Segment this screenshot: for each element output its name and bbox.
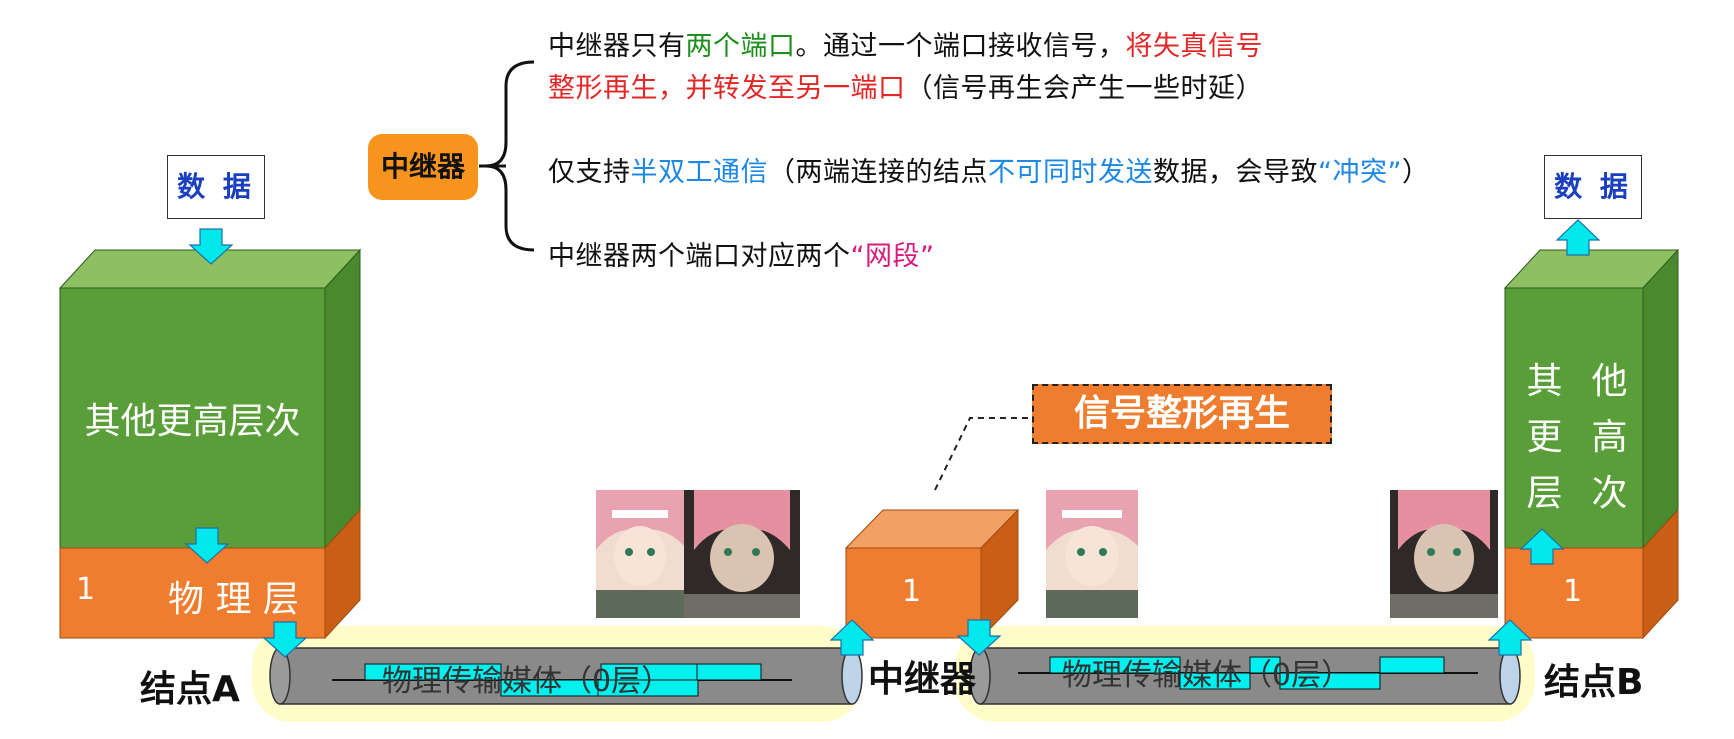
data-box-b: 数 据 — [1544, 155, 1642, 219]
text-seg: （两端连接的结点 — [768, 157, 988, 188]
phys-num-a: 1 — [76, 572, 96, 607]
text-seg: “冲突” — [1318, 157, 1402, 188]
upper-layer-char: 次 — [1591, 473, 1628, 514]
text-seg: ） — [1401, 157, 1430, 188]
text-line-1: 中继器只有两个端口。通过一个端口接收信号，将失真信号 — [548, 24, 1263, 63]
node-b-caption: 结点B — [1544, 662, 1644, 703]
phys-num-b: 1 — [1563, 574, 1583, 609]
upper-layer-char: 其 — [1526, 361, 1563, 402]
text-seg: 仅支持 — [548, 157, 631, 188]
repeater-caption: 中继器 — [868, 659, 977, 700]
text-seg: 中继器只有 — [548, 31, 686, 62]
character-photo — [1046, 490, 1138, 618]
signal-regeneration-label: 信号整形再生 — [1032, 384, 1332, 444]
text-seg: 整形再生，并转发至另一端口 — [548, 73, 906, 104]
character-photo — [1390, 490, 1498, 618]
text-seg: 。通过一个端口接收信号， — [795, 31, 1126, 62]
medium-label-right: 物理传输媒体（0层） — [1062, 658, 1352, 693]
text-seg: 半双工通信 — [630, 157, 768, 188]
upper-layer-char: 层 — [1526, 473, 1563, 514]
text-line-4: 中继器两个端口对应两个“网段” — [548, 234, 934, 273]
text-line-2: 整形再生，并转发至另一端口（信号再生会产生一些时延） — [548, 66, 1263, 105]
text-seg: 不可同时发送 — [988, 157, 1153, 188]
repeater-pill: 中继器 — [368, 134, 478, 200]
repeater-num: 1 — [902, 574, 922, 609]
upper-layer-char: 高 — [1591, 417, 1628, 458]
character-photo — [596, 490, 684, 618]
medium-label-left: 物理传输媒体（0层） — [382, 664, 672, 699]
node-a-caption: 结点A — [140, 669, 240, 710]
text-seg: 将失真信号 — [1125, 31, 1263, 62]
text-seg: （信号再生会产生一些时延） — [905, 73, 1263, 104]
data-box-a: 数 据 — [167, 155, 265, 219]
text-line-3: 仅支持半双工通信（两端连接的结点不可同时发送数据，会导致“冲突”） — [548, 150, 1429, 189]
phys-label-a: 物 理 层 — [168, 579, 299, 620]
text-seg: 中继器两个端口对应两个 — [548, 241, 851, 272]
text-seg: 数据，会导致 — [1153, 157, 1318, 188]
character-photo — [684, 490, 800, 618]
upper-layer-label-a: 其他更高层次 — [84, 401, 301, 442]
text-seg: “网段” — [850, 241, 935, 272]
upper-layer-char: 他 — [1591, 361, 1628, 402]
text-seg: 两个端口 — [685, 31, 796, 62]
upper-layer-label-b: 其 他 更 高 层 次 — [1512, 352, 1642, 516]
upper-layer-char: 更 — [1526, 417, 1563, 458]
